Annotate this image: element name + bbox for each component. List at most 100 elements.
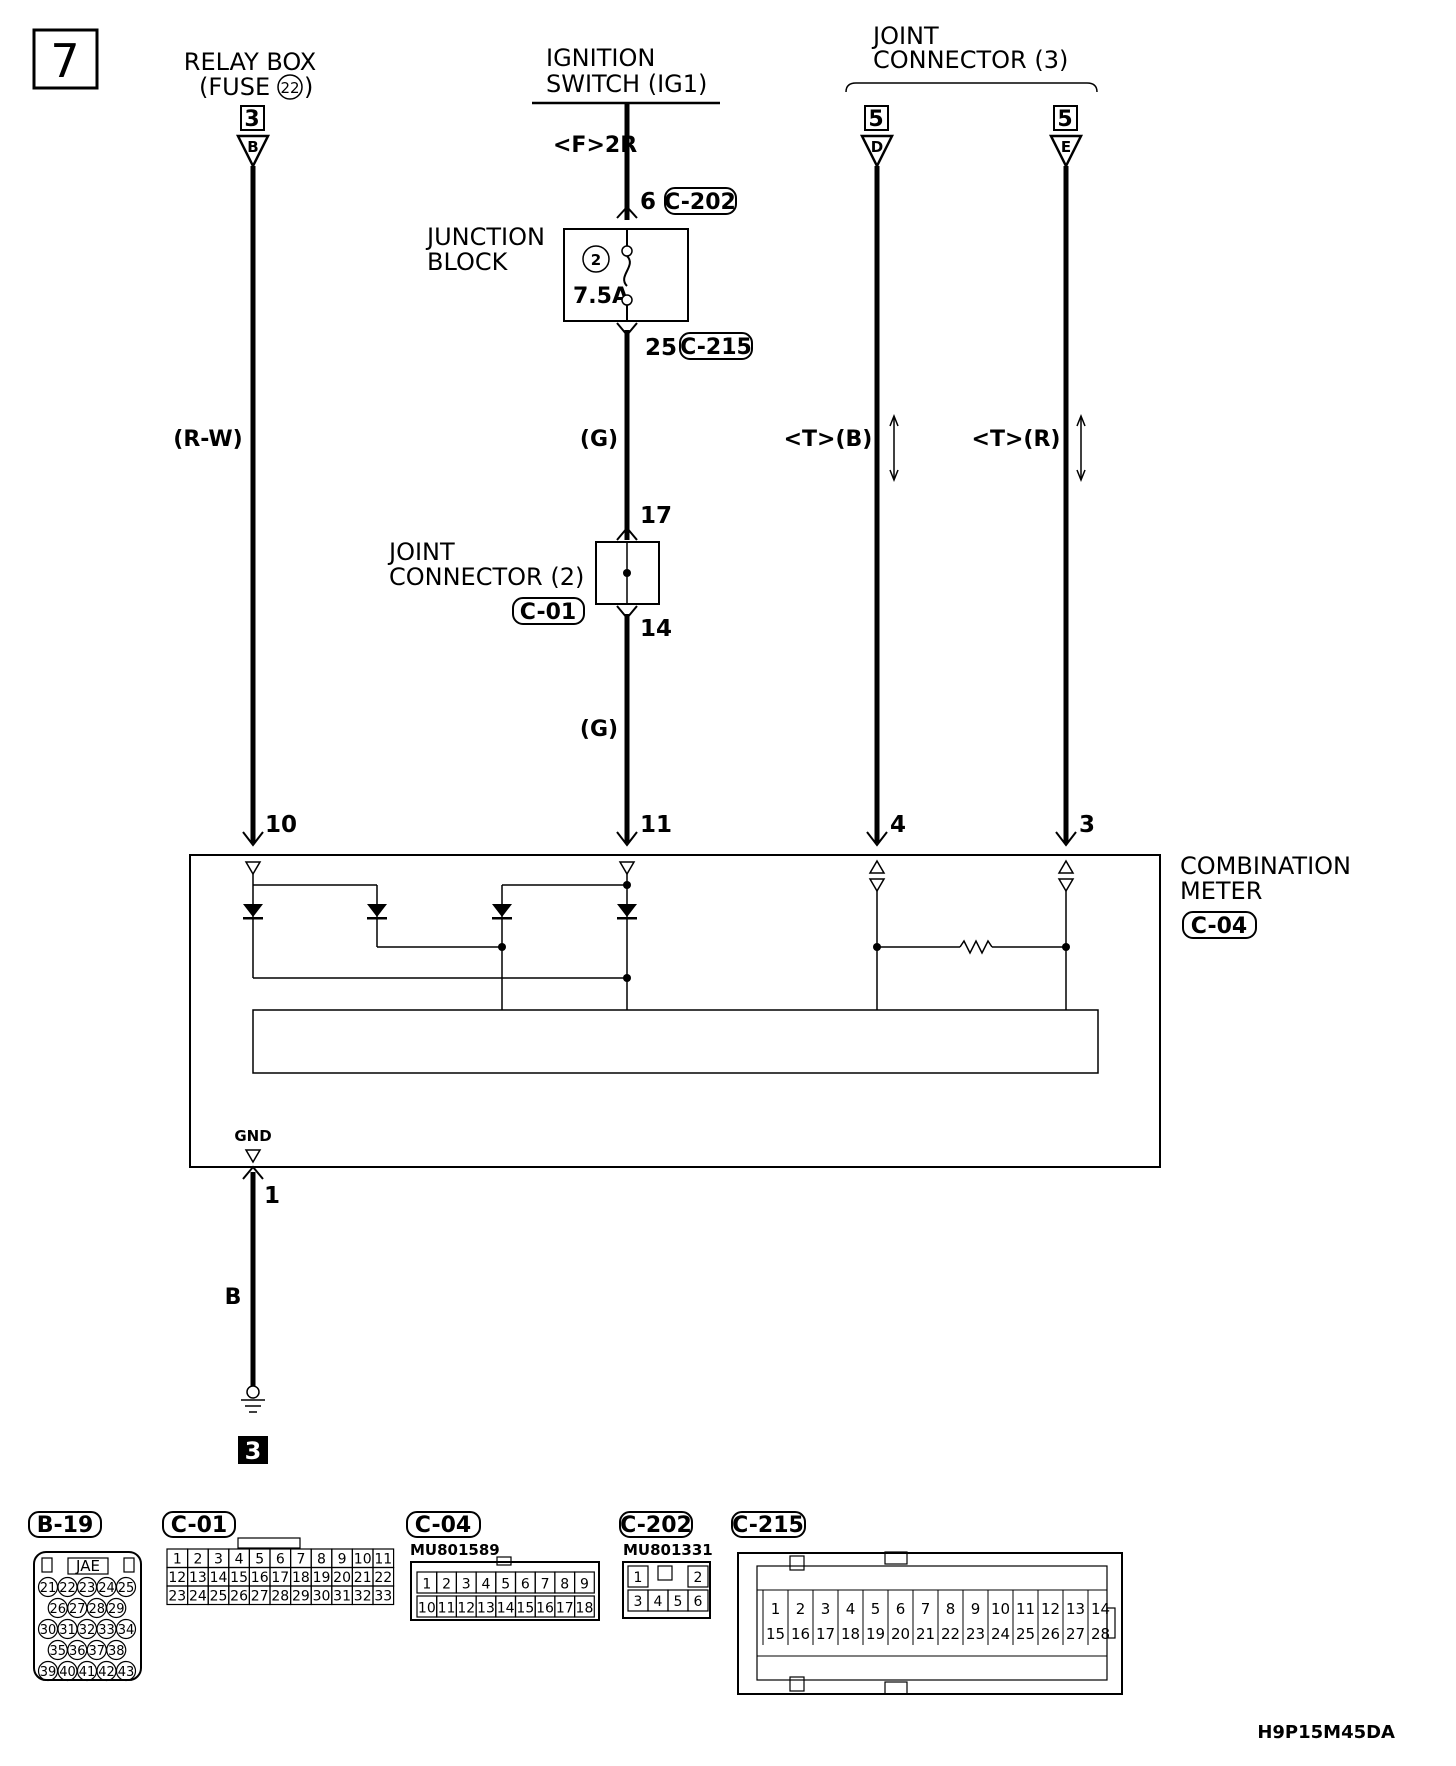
connector-c04-label: C-04 [415,1513,471,1538]
connector-pin: 21 [40,1581,57,1596]
wire-ground-color: B [225,1285,242,1310]
relay-box-source: RELAY BOX (FUSE 22 ) 3 B [184,48,316,169]
connector-pin: 15 [766,1625,785,1643]
combination-meter: COMBINATION METER C-04 [189,852,1351,1168]
connector-pin: 24 [98,1581,115,1596]
connector-pin: 8 [317,1551,326,1567]
connector-pin: 5 [255,1551,264,1567]
connector-pin: 11 [1016,1600,1035,1618]
connector-c01-label: C-01 [171,1513,227,1538]
connector-pin: 36 [69,1644,86,1659]
connector-pin: 43 [118,1665,135,1680]
connector-pin: 17 [556,1600,574,1616]
connector-pin: 32 [79,1623,96,1638]
connector-pin: 24 [189,1588,207,1604]
joint-connector-2-in-pin: 17 [640,503,672,529]
connector-pin: 11 [438,1600,456,1616]
ground-point-number: 3 [245,1437,262,1465]
ignition-switch-title: IGNITION [546,44,655,72]
connector-pin: 9 [971,1600,981,1618]
connector-pin: 5 [674,1594,683,1610]
junction-block-fuse-rating: 7.5A [573,284,629,309]
wire-relay-color: (R-W) [173,427,242,452]
relay-box-terminal: B [247,138,258,156]
connector-pin: 6 [694,1594,703,1610]
connector-pin: 32 [354,1588,372,1604]
wire-jc3-left-color: <T>(B) [784,427,873,452]
connector-pin: 25 [210,1588,228,1604]
connector-pin: 30 [40,1623,57,1638]
relay-box-terminal-icon [235,134,271,169]
connector-pin: 13 [189,1570,207,1586]
meter-pin-jc-right: 3 [1079,812,1095,838]
connector-pin: 33 [98,1623,115,1638]
connector-pin: 3 [214,1551,223,1567]
connector-pin: 24 [991,1625,1010,1643]
connector-pin: 7 [296,1551,305,1567]
connector-pin: 41 [79,1665,96,1680]
connector-pin: 2 [694,1570,703,1586]
diode-icon [243,904,637,920]
connector-pin: 13 [477,1600,495,1616]
meter-pin-ign: 11 [640,812,672,838]
connector-pin: 14 [1091,1600,1110,1618]
ground-icon [241,1385,265,1413]
connector-pin: 22 [941,1625,960,1643]
connector-pin: 11 [374,1551,392,1567]
connector-pin: 13 [1066,1600,1085,1618]
connector-pin: 15 [516,1600,534,1616]
connector-pin: 25 [118,1581,135,1596]
connector-pin: 38 [108,1644,125,1659]
connector-pin: 10 [354,1551,372,1567]
relay-box-fuse-label: (FUSE [199,73,270,101]
connector-b19-label: B-19 [37,1513,94,1538]
joint-connector-2-out-pin: 14 [640,616,672,642]
connector-pin: 9 [338,1551,347,1567]
connector-pin: 3 [821,1600,831,1618]
connector-pin: 8 [560,1576,569,1592]
connector-pin: 8 [946,1600,956,1618]
junction-block-subtitle: BLOCK [427,248,509,276]
connector-pin: 16 [791,1625,810,1643]
connector-pin: 19 [866,1625,885,1643]
connector-pin: 18 [841,1625,860,1643]
connector-pin: 18 [576,1600,594,1616]
connector-pin: 37 [88,1644,105,1659]
connector-pin: 27 [1066,1625,1085,1643]
joint-connector-3-right-connector: 5 [1057,107,1072,132]
joint-connector-2: JOINT CONNECTOR (2) C-01 [387,538,660,625]
connector-pin: 29 [108,1602,125,1617]
connector-pin: 2 [796,1600,806,1618]
junction-block-fuse-number: 2 [591,251,601,269]
connector-pin: 31 [333,1588,351,1604]
connector-pin: 14 [210,1570,228,1586]
connector-pin: 4 [846,1600,856,1618]
joint-connector-3-subtitle: CONNECTOR (3) [873,46,1068,74]
junction-block-out-connector: C-215 [680,335,752,360]
figure-code: H9P15M45DA [1257,1722,1395,1743]
meter-display-block [252,1009,1099,1074]
connector-pin: 4 [235,1551,244,1567]
connector-pin: 22 [374,1570,392,1586]
connector-pin: 6 [521,1576,530,1592]
connector-pin: 26 [49,1602,66,1617]
connector-pin: 3 [462,1576,471,1592]
connector-pin: 21 [354,1570,372,1586]
connector-pin: 9 [580,1576,589,1592]
connector-pin: 3 [634,1594,643,1610]
connector-c202-part: MU801331 [623,1541,713,1559]
connector-pin: 31 [59,1623,76,1638]
connector-pin: 14 [497,1600,515,1616]
connector-pin: 6 [276,1551,285,1567]
connector-pin: 29 [292,1588,310,1604]
connector-pin: 19 [313,1570,331,1586]
connector-pin: 10 [418,1600,436,1616]
connector-c04-part: MU801589 [410,1541,500,1559]
junction-block-out-pin: 25 [645,335,677,361]
connector-c202-label: C-202 [620,1513,692,1538]
connector-pin: 23 [966,1625,985,1643]
page-number-badge: 7 [32,28,99,90]
